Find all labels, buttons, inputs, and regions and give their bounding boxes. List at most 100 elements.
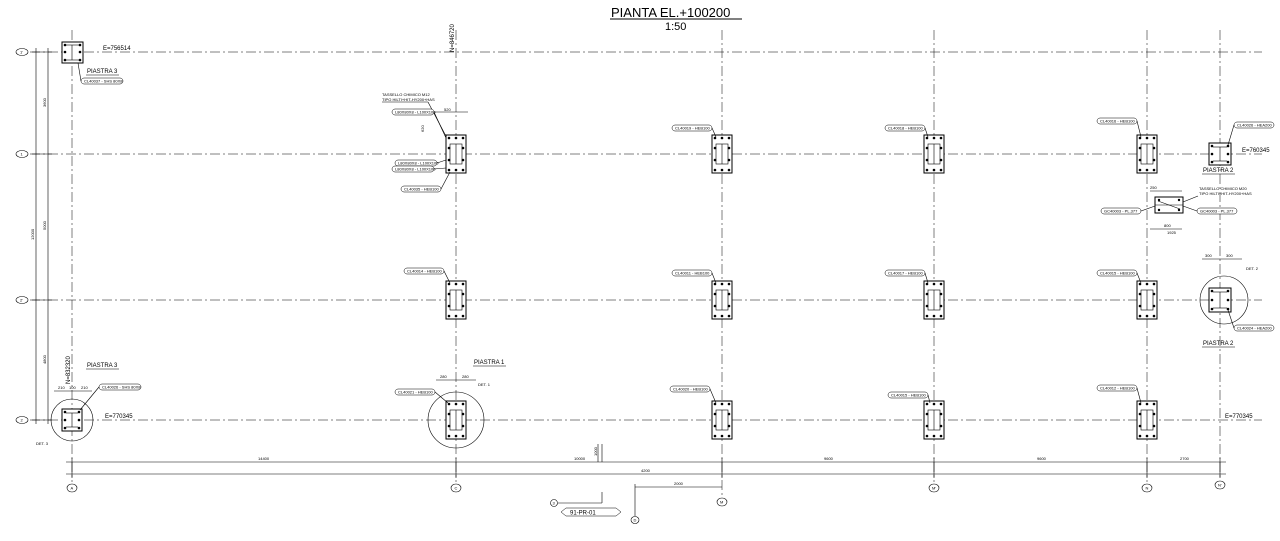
col-bubble-np: N' (1214, 480, 1226, 490)
svg-text:PIASTRA 2: PIASTRA 2 (1203, 168, 1234, 174)
member-tag-n-brace2: GC40003 - PL.377 (1196, 207, 1238, 215)
base-plate-m-2p (711, 280, 733, 320)
svg-text:300: 300 (1226, 253, 1233, 258)
svg-text:C: C (455, 486, 458, 491)
base-plate-mp-2 (923, 400, 945, 440)
coord-east-2-left: E=770345 (105, 414, 133, 420)
svg-text:4800: 4800 (42, 354, 47, 364)
svg-text:A: A (71, 486, 74, 491)
member-tag-r1-c4: CL40035 - HEB100 (400, 185, 442, 193)
svg-text:CL40026 - SHS 80X8: CL40026 - SHS 80X8 (102, 385, 141, 390)
member-tag-r2p-mp: CL40017 - HEB100 (884, 269, 926, 277)
member-tag-r2-a: CL40026 - SHS 80X8 (98, 383, 142, 391)
base-plate-n-1 (1136, 134, 1158, 174)
svg-text:TIPO HILTI+HIT-HY200+HAS: TIPO HILTI+HIT-HY200+HAS (1199, 191, 1252, 196)
col-bubble-mp: M' (928, 483, 940, 493)
svg-text:12000: 12000 (30, 228, 35, 240)
svg-text:CL40012 - HEB100: CL40012 - HEB100 (1100, 386, 1135, 391)
coord-north-left: N=832320 (66, 355, 72, 384)
member-tag-r1-c1: L80X80X8 - L100X100 (391, 108, 436, 116)
svg-text:250: 250 (1150, 185, 1157, 190)
svg-text:CL40017 - HEB100: CL40017 - HEB100 (888, 271, 923, 276)
base-plate-n-2p (1136, 280, 1158, 320)
member-tag-r2p-m: CL40011 - HEB100 (671, 269, 713, 277)
plate-label-piastra-2-top: PIASTRA 2 (1202, 168, 1235, 175)
detail-circle-det1: DET. 1 (427, 382, 491, 449)
svg-text:CL40021 - HEB100: CL40021 - HEB100 (398, 390, 433, 395)
svg-text:M: M (720, 500, 723, 505)
svg-text:3600: 3600 (42, 97, 47, 107)
svg-text:1: 1 (21, 152, 24, 157)
col-bubble-a: A (66, 483, 78, 493)
sub-dimension-2000: 2000 (634, 481, 722, 516)
col-bubble-n: N (1141, 483, 1153, 493)
svg-text:300: 300 (1205, 253, 1212, 258)
member-tag-r2-c: CL40021 - HEB100 (394, 388, 436, 396)
base-plate-mp-1 (923, 134, 945, 174)
base-plate-c-1 (445, 134, 467, 174)
svg-text:CL40026 - HEA200: CL40026 - HEA200 (1237, 123, 1272, 128)
svg-text:L80X80X8 - L100X100: L80X80X8 - L100X100 (395, 167, 436, 172)
plate-label-piastra-3-top: PIASTRA 3 (86, 69, 119, 76)
base-plate-np-1 (1208, 142, 1232, 166)
svg-text:520: 520 (444, 107, 451, 112)
svg-text:4200: 4200 (641, 468, 651, 473)
svg-text:9600: 9600 (1037, 456, 1047, 461)
svg-text:CL40014 - HEB100: CL40014 - HEB100 (407, 269, 442, 274)
svg-text:2': 2' (20, 298, 23, 303)
plate-label-piastra-1: PIASTRA 1 (473, 360, 506, 367)
member-tag-r1-c2: L80X80X8 - L100X100 (394, 159, 439, 167)
svg-text:GC40003 - PL.377: GC40003 - PL.377 (1104, 209, 1138, 214)
svg-text:CL40011 - HEB100: CL40011 - HEB100 (675, 271, 710, 276)
svg-text:800: 800 (1164, 223, 1171, 228)
anchor-note-n: TASSELLO CHIMICO M20 TIPO HILTI+HIT-HY20… (1177, 186, 1252, 205)
svg-text:CL40035 - HEB100: CL40035 - HEB100 (404, 187, 439, 192)
svg-text:210: 210 (81, 385, 88, 390)
member-tag-r1-m: CL40019 - HEB100 (671, 124, 713, 132)
svg-text:DET. 3: DET. 3 (36, 441, 49, 446)
member-tag-r2p-np: CL40024 - HEA200 (1233, 324, 1275, 332)
col-bubble-c: C (450, 483, 462, 493)
plate-label-piastra-2-bottom: PIASTRA 2 (1202, 341, 1235, 348)
detail-circle-det2: DET. 2 (1199, 266, 1259, 325)
svg-text:100: 100 (69, 385, 76, 390)
svg-text:DET. 2: DET. 2 (1246, 266, 1259, 271)
base-plate-m-2 (711, 400, 733, 440)
sub-dimension-1000: 1000 (593, 444, 599, 462)
base-plate-a-1p (61, 41, 84, 64)
svg-text:TASSELLO CHIMICO M20: TASSELLO CHIMICO M20 (1199, 186, 1247, 191)
base-plate-np-2p (1208, 287, 1232, 313)
small-dims: 210 100 210 280 280 300 300 250 800 1925… (54, 107, 1242, 392)
svg-text:2000: 2000 (674, 481, 684, 486)
svg-text:DET. 1: DET. 1 (478, 382, 491, 387)
anchor-note-c: TASSELLO CHIMICO M12 TIPO HILTI+HIT-HY20… (382, 92, 449, 141)
row-bubble-2: 2 (15, 416, 29, 424)
coord-east-1: E=760345 (1242, 148, 1270, 154)
svg-text:2700: 2700 (1180, 456, 1190, 461)
brace-plate-n (1154, 196, 1184, 214)
member-tag-r1-n: CL40016 - HEB100 (1096, 117, 1138, 125)
svg-text:91-PR-01: 91-PR-01 (570, 511, 596, 517)
base-plate-mp-2p (923, 280, 945, 320)
base-plate-c-2 (445, 400, 467, 440)
base-plate-n-2 (1136, 400, 1158, 440)
drawing-reference-tag: 91-PR-01 (560, 507, 622, 517)
coord-east-1p: E=756514 (103, 46, 131, 52)
svg-text:TASSELLO CHIMICO M12: TASSELLO CHIMICO M12 (382, 92, 430, 97)
svg-text:PIASTRA 1: PIASTRA 1 (474, 360, 505, 366)
member-tag-r1-mp: CL40018 - HEB100 (884, 124, 926, 132)
svg-text:1925: 1925 (1167, 230, 1177, 235)
plate-label-piastra-3-bottom: PIASTRA 3 (86, 363, 119, 370)
coord-north-top: N=846720 (450, 23, 456, 52)
svg-text:CL40019 - HEB100: CL40019 - HEB100 (675, 126, 710, 131)
drawing-scale: 1:50 (665, 21, 686, 33)
svg-text:2: 2 (21, 418, 24, 423)
member-tag-r2-mp: CL40015 - HEB100 (887, 391, 929, 399)
section-marker: 3 (550, 492, 603, 507)
svg-text:14400: 14400 (258, 456, 270, 461)
svg-text:3: 3 (553, 501, 556, 506)
svg-text:CL40015 - HEB100: CL40015 - HEB100 (1100, 271, 1135, 276)
svg-text:5000: 5000 (42, 220, 47, 230)
member-tag-r2p-c: CL40014 - HEB100 (403, 267, 445, 275)
svg-text:9600: 9600 (824, 456, 834, 461)
